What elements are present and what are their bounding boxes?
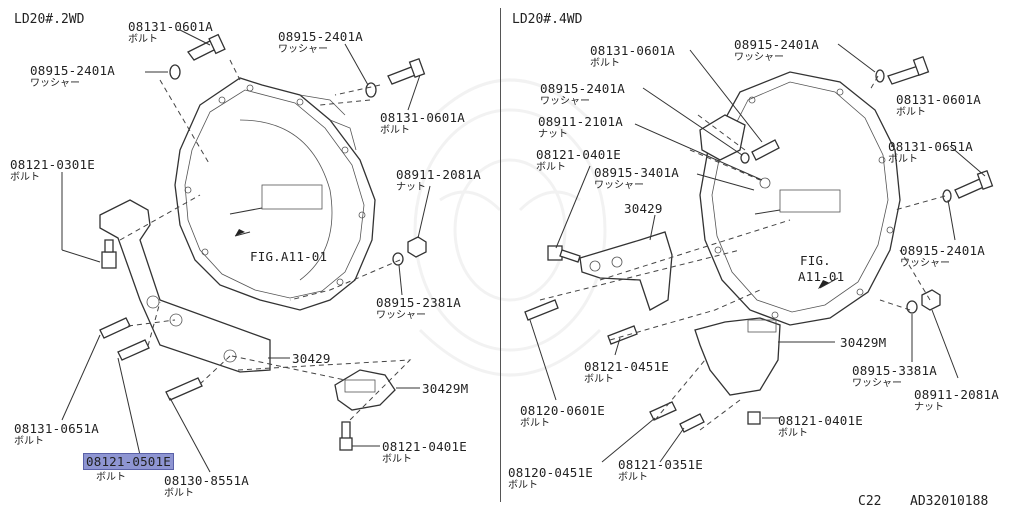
part-sub-L12: ボルト — [96, 472, 126, 483]
part-label-L1[interactable]: 08131-0601A — [128, 19, 213, 34]
part-sub-L5: ボルト — [10, 172, 40, 183]
part-sub-R19: ボルト — [618, 472, 648, 483]
part-sub-R15: ナット — [914, 402, 944, 413]
part-label-R19[interactable]: 08121-0351E — [618, 457, 703, 472]
part-label-L13[interactable]: 08130-8551A — [164, 473, 249, 488]
part-sub-R2: ワッシャー — [734, 52, 784, 63]
left-dashed-guides — [119, 59, 412, 421]
part-sub-L1: ボルト — [128, 34, 158, 45]
part-label-R3[interactable]: 08915-2401A — [540, 81, 625, 96]
part-sub-L3: ワッシャー — [278, 44, 328, 55]
part-label-L10[interactable]: 30429M — [422, 381, 469, 396]
part-sub-R6: ボルト — [536, 162, 566, 173]
part-sub-L4: ボルト — [380, 125, 410, 136]
right-bell-housing — [699, 71, 901, 326]
part-label-R8[interactable]: 08131-0651A — [888, 139, 973, 154]
watermark-emblem — [413, 78, 607, 377]
part-label-L9[interactable]: 30429 — [292, 351, 331, 366]
part-label-R18[interactable]: 08120-0451E — [508, 465, 593, 480]
part-sub-R7: ワッシャー — [594, 180, 644, 191]
part-sub-R18: ボルト — [508, 480, 538, 491]
fig-ref-left[interactable]: FIG.A11-01 — [250, 249, 328, 264]
part-sub-R16: ボルト — [520, 418, 550, 429]
part-label-L3[interactable]: 08915-2401A — [278, 29, 363, 44]
part-label-R12[interactable]: 30429M — [840, 335, 887, 350]
part-label-L8[interactable]: 08915-2381A — [376, 295, 461, 310]
part-label-L5[interactable]: 08121-0301E — [10, 157, 95, 172]
part-label-R1[interactable]: 08131-0601A — [590, 43, 675, 58]
right-fasteners — [524, 55, 994, 433]
part-sub-R3: ワッシャー — [540, 96, 590, 107]
panel-divider — [500, 8, 501, 502]
highlighted-part-number[interactable]: 08121-0501E — [83, 453, 174, 470]
part-label-L2[interactable]: 08915-2401A — [30, 63, 115, 78]
left-bell-housing — [174, 77, 376, 311]
part-sub-L14: ボルト — [382, 454, 412, 465]
right-dashed-guides — [539, 75, 946, 431]
part-label-R13[interactable]: 08121-0451E — [584, 359, 669, 374]
part-label-R14[interactable]: 08915-3381A — [852, 363, 937, 378]
part-label-L11[interactable]: 08131-0651A — [14, 421, 99, 436]
title-left: LD20#.2WD — [14, 12, 85, 27]
footer-section-code: C22 — [858, 494, 882, 509]
part-label-R17[interactable]: 08121-0401E — [778, 413, 863, 428]
part-sub-R17: ボルト — [778, 428, 808, 439]
part-label-L14[interactable]: 08121-0401E — [382, 439, 467, 454]
part-sub-L13: ボルト — [164, 488, 194, 499]
part-label-L4[interactable]: 08131-0601A — [380, 110, 465, 125]
right-leaders — [529, 43, 986, 463]
part-sub-L11: ボルト — [14, 436, 44, 447]
footer-reference: AD32010188 — [910, 494, 989, 509]
part-label-R6[interactable]: 08121-0401E — [536, 147, 621, 162]
part-sub-R1: ボルト — [590, 58, 620, 69]
part-label-L6[interactable]: 08911-2081A — [396, 167, 481, 182]
left-fasteners — [99, 33, 427, 451]
part-label-L12[interactable]: 08121-0501E — [83, 453, 174, 470]
part-sub-R14: ワッシャー — [852, 378, 902, 389]
part-label-R11[interactable]: 08915-2401A — [900, 243, 985, 258]
part-sub-R11: ワッシャー — [900, 258, 950, 269]
part-label-R16[interactable]: 08120-0601E — [520, 403, 605, 418]
part-label-R4[interactable]: 08131-0601A — [896, 92, 981, 107]
title-right: LD20#.4WD — [512, 12, 583, 27]
fig-ref-right[interactable]: FIG. — [800, 253, 831, 268]
part-sub-R5: ナット — [538, 129, 568, 140]
part-sub-R4: ボルト — [896, 107, 926, 118]
part-label-R7[interactable]: 08915-3401A — [594, 165, 679, 180]
part-label-R2[interactable]: 08915-2401A — [734, 37, 819, 52]
part-label-R5[interactable]: 08911-2101A — [538, 114, 623, 129]
fig-ref-right-number[interactable]: A11-01 — [798, 269, 845, 284]
part-label-R9[interactable]: 30429 — [624, 201, 663, 216]
left-leaders — [61, 29, 431, 473]
part-sub-R13: ボルト — [584, 374, 614, 385]
part-label-R15[interactable]: 08911-2081A — [914, 387, 999, 402]
part-sub-L8: ワッシャー — [376, 310, 426, 321]
part-sub-L2: ワッシャー — [30, 78, 80, 89]
part-sub-L6: ナット — [396, 182, 426, 193]
part-sub-R8: ボルト — [888, 154, 918, 165]
